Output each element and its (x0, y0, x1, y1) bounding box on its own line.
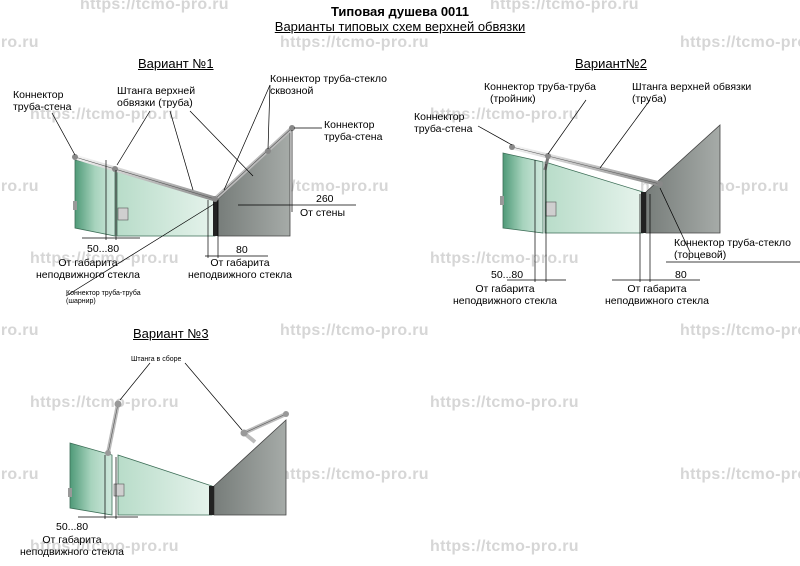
watermark: https://tcmo-pro.ru (680, 466, 800, 483)
watermark: https://tcmo-pro.ru (30, 538, 179, 555)
variant-3-heading: Вариант №3 (133, 326, 209, 341)
dim-wall-note: От стены (300, 207, 346, 219)
glass-edge (209, 486, 214, 515)
glass-panel-door (544, 161, 644, 234)
watermark: https://tcmo-pro.ru (280, 322, 429, 339)
label-assembly: Штанга в сборе (131, 356, 182, 363)
glass-panel-door (116, 167, 216, 237)
label-hinge-connector: Коннектор труба-труба(шарнир) (66, 290, 141, 305)
glass-edge (641, 192, 646, 233)
variant-2-heading: Вариант№2 (575, 56, 647, 71)
door-handle (500, 196, 504, 205)
watermark: https://tcmo-pro.ru (0, 34, 39, 51)
dim-mid-value: 80 (236, 244, 248, 256)
variant-1-drawing (51, 84, 356, 297)
watermark: https://tcmo-pro.ru (680, 34, 800, 51)
watermark: https://tcmo-pro.ru (430, 394, 579, 411)
watermark: https://tcmo-pro.ru (430, 106, 579, 123)
glass-edge (213, 199, 218, 236)
dim-left-value: 50...80 (56, 521, 89, 533)
watermark: https://tcmo-pro.ru (680, 322, 800, 339)
hinge (545, 201, 557, 217)
watermark: https://tcmo-pro.ru (0, 178, 39, 195)
glass-panel-fixed (69, 442, 113, 516)
glass-panel-side (213, 419, 287, 516)
watermark: https://tcmo-pro.ru (80, 0, 229, 13)
door-handle (73, 201, 77, 210)
watermark: https://tcmo-pro.ru (0, 322, 39, 339)
page-subtitle: Варианты типовых схем верхней обвязки (274, 19, 526, 34)
label-tee-connector: Коннектор труба-труба(тройник) (484, 81, 596, 105)
variant-1-heading: Вариант №1 (138, 56, 214, 71)
glass-panel-side (217, 129, 291, 237)
glass-panel-side (645, 124, 721, 234)
watermark: https://tcmo-pro.ru (430, 538, 579, 555)
watermark: https://tcmo-pro.ru (280, 34, 429, 51)
watermark: https://tcmo-pro.ru (30, 394, 179, 411)
page-title: Типовая душева 0011 (330, 4, 470, 19)
variant-3-drawing (68, 362, 289, 519)
glass-panel-fixed (74, 159, 116, 237)
dim-wall-value: 260 (316, 193, 334, 205)
tee-stem (543, 156, 550, 171)
dim-left-value: 50...80 (491, 269, 524, 281)
label-end-connector: Коннектор труба-стекло(торцевой) (674, 237, 791, 261)
variant-2-drawing (477, 99, 800, 282)
top-bar-right-outline (214, 127, 293, 200)
watermark: https://tcmo-pro.ru (490, 0, 639, 13)
hinge (113, 483, 125, 497)
watermark: https://tcmo-pro.ru (280, 466, 429, 483)
dim-mid-value: 80 (675, 269, 687, 281)
top-bar-outline (74, 156, 216, 200)
watermark: https://tcmo-pro.ru (30, 250, 179, 267)
top-bar-outline (511, 146, 661, 185)
watermark: https://tcmo-pro.ru (0, 466, 39, 483)
door-handle (68, 488, 72, 497)
glass-panel-door (117, 454, 213, 516)
watermark: https://tcmo-pro.ru (430, 250, 579, 267)
label-bar: Штанга верхней обвязки(труба) (632, 81, 752, 105)
hinge (117, 207, 129, 221)
glass-panel-fixed (502, 152, 544, 234)
dim-left-value: 50...80 (87, 243, 120, 255)
watermark: https://tcmo-pro.ru (30, 106, 179, 123)
